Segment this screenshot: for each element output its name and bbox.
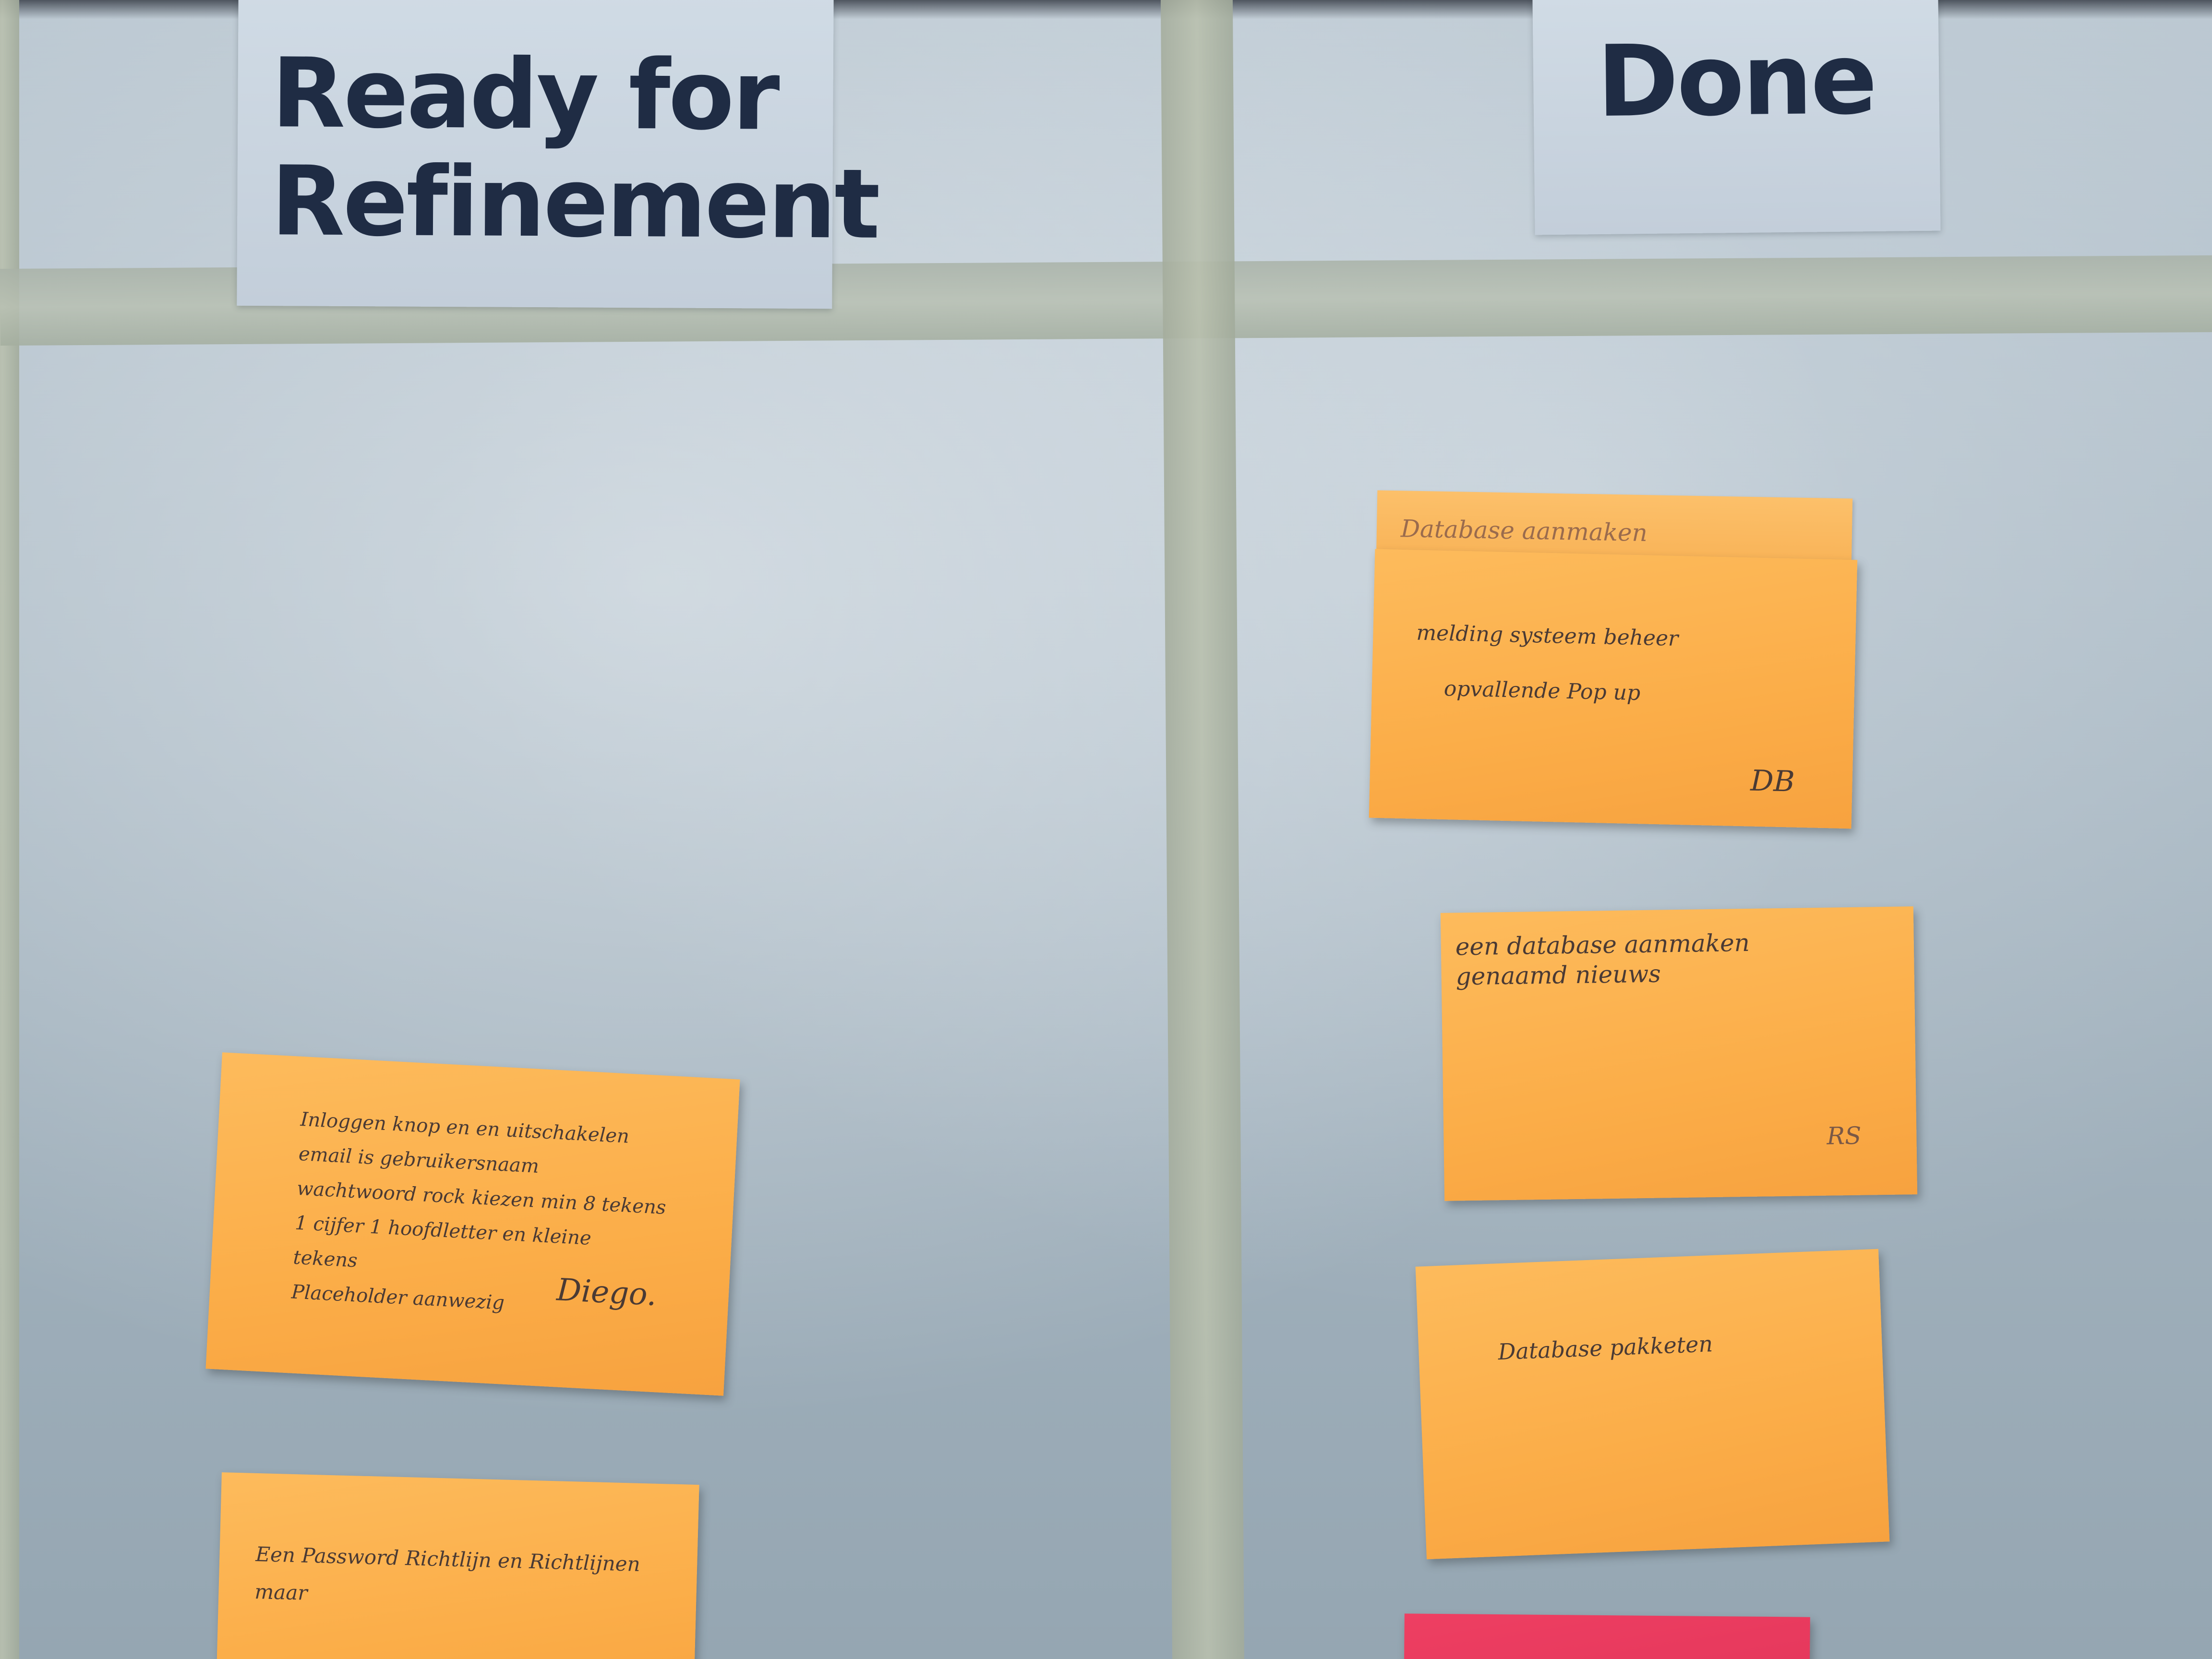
sticky-note-password[interactable]: Een Password Richtlijn en Richtlijnen ma…: [215, 1472, 699, 1659]
note-signature: Diego.: [555, 1272, 658, 1313]
note-signature: DB: [1750, 764, 1795, 799]
note-line: melding systeem beheer: [1416, 620, 1679, 651]
tape-strip-left: [0, 0, 19, 1659]
note-signature: RS: [1827, 1121, 1862, 1150]
note-line: opvallende Pop up: [1443, 676, 1641, 706]
sticky-note-pink[interactable]: [1404, 1613, 1810, 1659]
note-line: genaamd nieuws: [1455, 960, 1661, 991]
column-header-line-2: Refinement: [270, 145, 879, 261]
sticky-note-nieuws[interactable]: een database aanmaken genaamd nieuws RS: [1440, 906, 1918, 1201]
sticky-note-pakketten[interactable]: Database pakketen: [1415, 1249, 1890, 1560]
column-header-title: Done: [1596, 22, 1876, 139]
note-line: Database pakketen: [1497, 1331, 1714, 1365]
note-line: Database aanmaken: [1400, 515, 1648, 547]
sticky-note-login[interactable]: Inloggen knop en en uitschakelen email i…: [205, 1052, 740, 1396]
column-header-line-1: Ready for: [271, 37, 779, 152]
column-header-ready-for-refinement: Ready for Refinement: [237, 0, 879, 309]
tape-strip-column-divider: [1160, 0, 1245, 1659]
sticky-note-melding[interactable]: melding systeem beheer opvallende Pop up…: [1369, 549, 1858, 829]
column-header-done: Done: [1532, 0, 1941, 235]
